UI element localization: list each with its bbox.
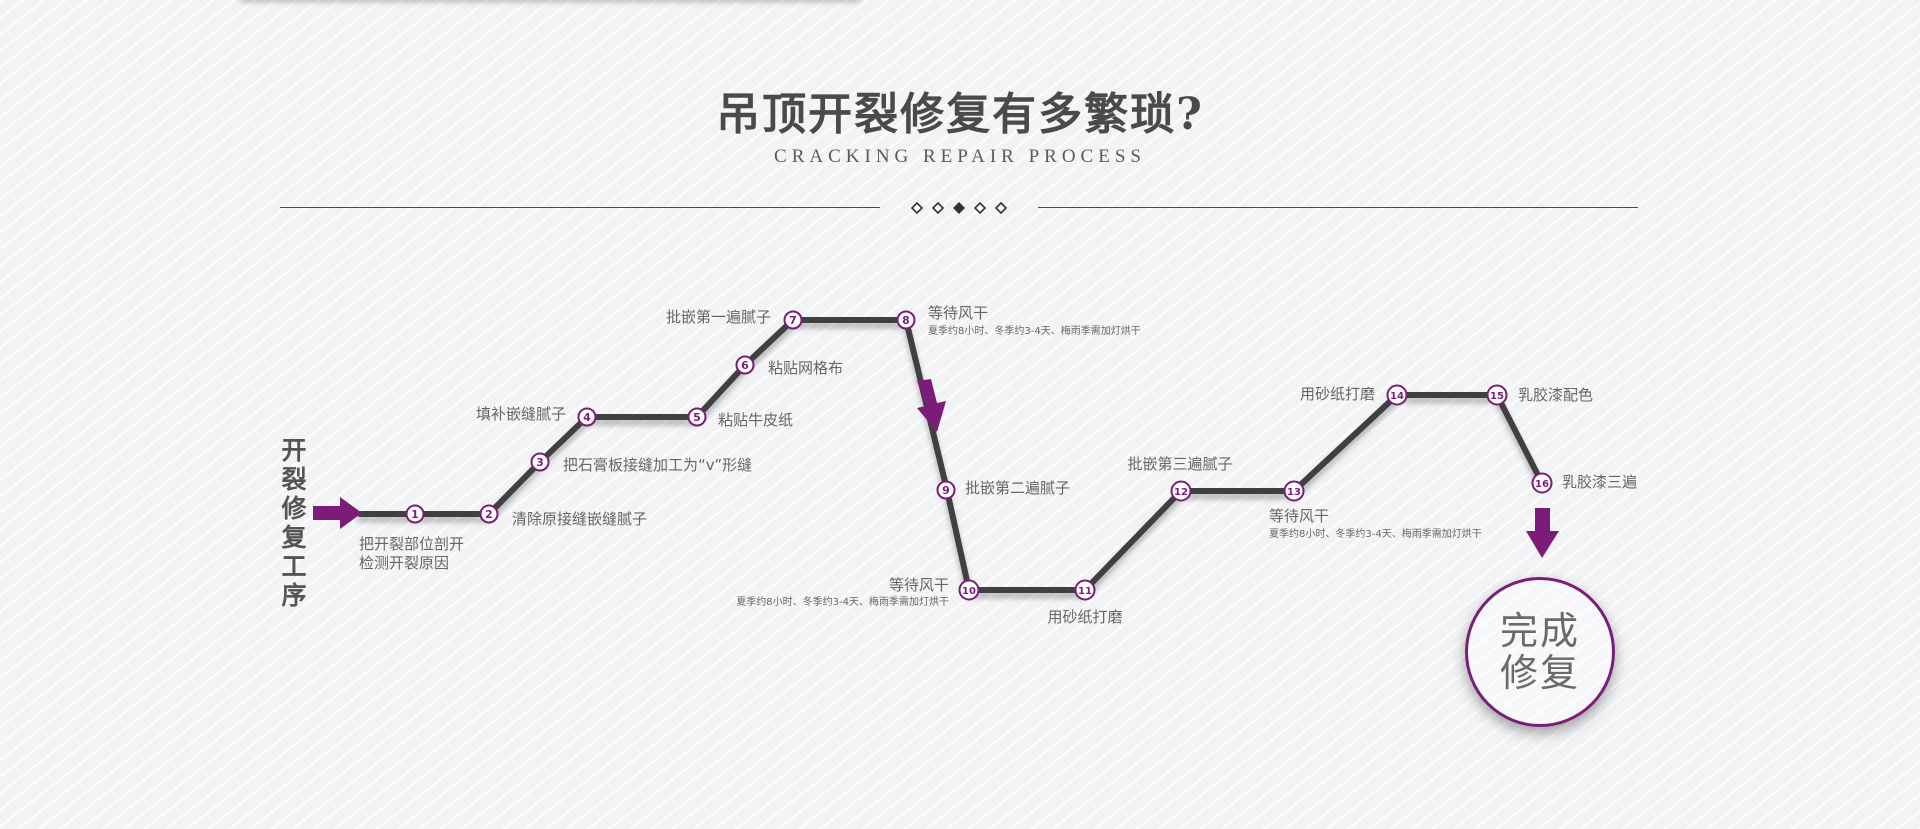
step-label-8: 等待风干 bbox=[928, 304, 988, 322]
divider-left bbox=[280, 207, 880, 208]
step-label-1: 把开裂部位剖开 bbox=[359, 535, 464, 553]
step-label-16: 乳胶漆三遍 bbox=[1562, 473, 1637, 491]
step-number: 8 bbox=[902, 314, 910, 327]
step-markers: 1 2 3 4 5 6 7 8 9 10 11 12 13 14 15 16 bbox=[405, 310, 1553, 601]
step-label-9: 批嵌第二遍腻子 bbox=[965, 479, 1070, 497]
page-subtitle: CRACKING REPAIR PROCESS bbox=[774, 146, 1146, 167]
step-node-14: 14 bbox=[1386, 384, 1408, 406]
step-label-14: 用砂纸打磨 bbox=[1300, 385, 1375, 403]
step-note-8: 夏季约8小时、冬季约3-4天、梅雨季需加灯烘干 bbox=[928, 324, 1141, 337]
step-number: 13 bbox=[1287, 487, 1301, 498]
step-number: 5 bbox=[693, 411, 701, 424]
diamond-icon bbox=[931, 201, 945, 215]
finish-text-line1: 完成 bbox=[1499, 609, 1580, 653]
step-label-2: 清除原接缝嵌缝腻子 bbox=[512, 510, 647, 528]
step-number: 10 bbox=[962, 586, 976, 597]
finish-badge: 完成 修复 bbox=[1465, 577, 1615, 727]
down-arrow-icon bbox=[917, 379, 946, 432]
diamond-icon bbox=[973, 201, 987, 215]
step-label-3: 把石膏板接缝加工为“v”形缝 bbox=[563, 456, 752, 474]
step-node-12: 12 bbox=[1170, 480, 1192, 502]
divider-right bbox=[1038, 207, 1638, 208]
diamond-ornament bbox=[910, 201, 1008, 215]
step-number: 7 bbox=[789, 314, 797, 327]
side-char: 工 bbox=[281, 552, 307, 581]
step-number: 12 bbox=[1174, 487, 1188, 498]
step-node-10: 10 bbox=[958, 579, 980, 601]
step-number: 1 bbox=[411, 508, 419, 521]
step-label-12: 批嵌第三遍腻子 bbox=[1127, 455, 1232, 473]
down-arrow-icon bbox=[1526, 508, 1559, 558]
step-note-13: 夏季约8小时、冬季约3-4天、梅雨季需加灯烘干 bbox=[1269, 527, 1482, 540]
step-number: 4 bbox=[583, 411, 591, 424]
step-label-11: 用砂纸打磨 bbox=[1047, 608, 1122, 626]
step-node-8: 8 bbox=[896, 310, 916, 330]
step-number: 14 bbox=[1390, 391, 1404, 402]
step-node-6: 6 bbox=[735, 355, 755, 375]
side-char: 序 bbox=[281, 581, 307, 610]
step-label-4: 填补嵌缝腻子 bbox=[476, 405, 566, 423]
step-label-15: 乳胶漆配色 bbox=[1518, 386, 1593, 404]
step-label-13: 等待风干 bbox=[1269, 507, 1329, 525]
step-node-13: 13 bbox=[1283, 480, 1305, 502]
step-number: 15 bbox=[1490, 391, 1504, 402]
step-number: 2 bbox=[485, 508, 493, 521]
step-label-1b: 检测开裂原因 bbox=[359, 554, 449, 572]
step-number: 16 bbox=[1535, 479, 1549, 490]
step-label-5: 粘贴牛皮纸 bbox=[718, 411, 793, 429]
step-node-7: 7 bbox=[783, 310, 803, 330]
step-node-9: 9 bbox=[936, 480, 956, 500]
step-node-11: 11 bbox=[1074, 579, 1096, 601]
step-label-6: 粘贴网格布 bbox=[768, 359, 843, 377]
side-char: 修 bbox=[281, 494, 307, 523]
side-char: 开 bbox=[281, 436, 307, 465]
finish-text-line2: 修复 bbox=[1499, 651, 1580, 695]
step-node-5: 5 bbox=[687, 407, 707, 427]
step-node-3: 3 bbox=[530, 452, 550, 472]
step-node-16: 16 bbox=[1531, 472, 1553, 494]
step-number: 9 bbox=[942, 484, 950, 497]
diamond-icon bbox=[994, 201, 1008, 215]
page-title: 吊顶开裂修复有多繁琐? bbox=[716, 89, 1204, 140]
start-arrow-icon bbox=[313, 497, 362, 529]
step-label-7: 批嵌第一遍腻子 bbox=[666, 308, 771, 326]
step-node-15: 15 bbox=[1486, 384, 1508, 406]
diamond-filled-icon bbox=[953, 202, 965, 214]
side-char: 裂 bbox=[281, 465, 307, 494]
step-node-1: 1 bbox=[405, 504, 425, 524]
step-number: 11 bbox=[1078, 586, 1092, 597]
diamond-icon bbox=[910, 201, 924, 215]
step-label-10: 等待风干 bbox=[889, 576, 949, 594]
step-note-10: 夏季约8小时、冬季约3-4天、梅雨季需加灯烘干 bbox=[736, 595, 949, 608]
step-labels: 把开裂部位剖开 检测开裂原因 清除原接缝嵌缝腻子 把石膏板接缝加工为“v”形缝 … bbox=[359, 304, 1637, 626]
step-node-2: 2 bbox=[479, 504, 499, 524]
process-side-label: 开 裂 修 复 工 序 bbox=[278, 436, 310, 610]
side-char: 复 bbox=[281, 523, 307, 552]
step-number: 3 bbox=[536, 456, 544, 469]
step-node-4: 4 bbox=[577, 407, 597, 427]
step-number: 6 bbox=[741, 359, 749, 372]
